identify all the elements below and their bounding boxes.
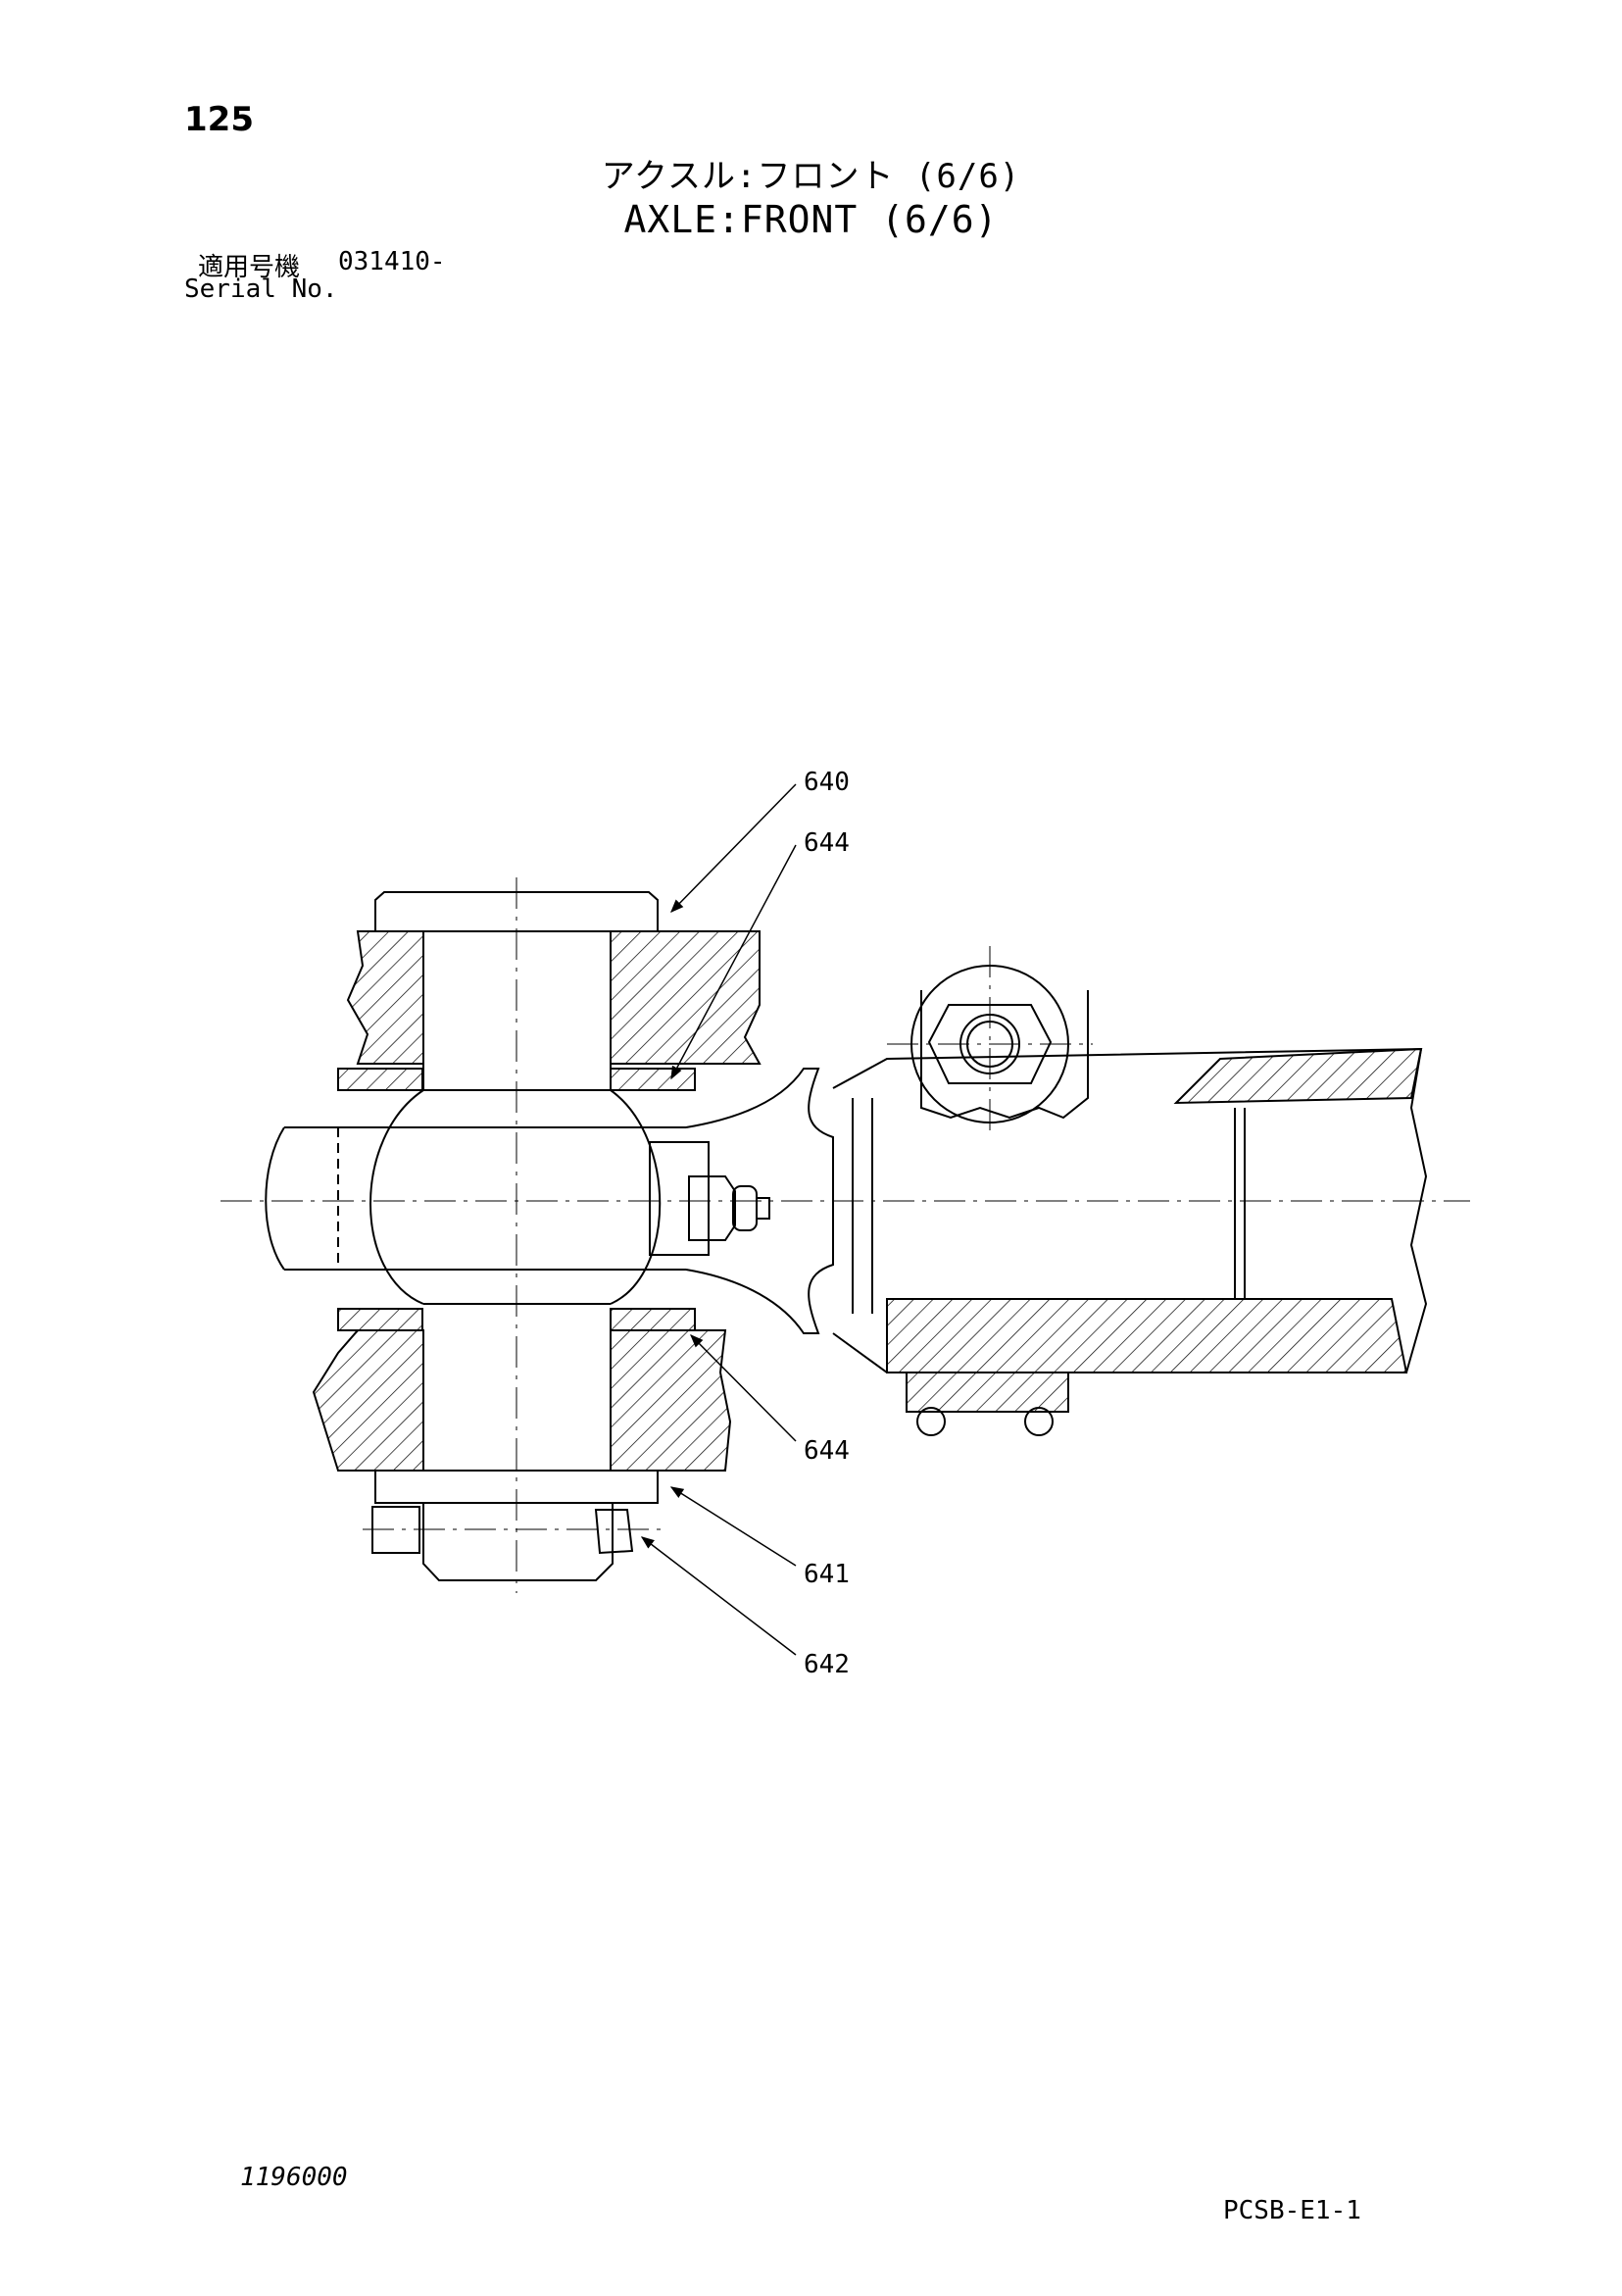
title-japanese: アクスル:フロント (6/6) xyxy=(601,157,1021,196)
sheet-code: PCSB-E1-1 xyxy=(1223,2196,1361,2225)
serial-label-english: Serial No. xyxy=(184,275,338,304)
leader-lines xyxy=(640,783,797,1656)
callout-644-top: 644 xyxy=(804,828,850,858)
callout-640: 640 xyxy=(804,768,850,797)
page-number: 125 xyxy=(184,100,254,139)
serial-value: 031410- xyxy=(338,247,446,276)
callout-644-bottom: 644 xyxy=(804,1436,850,1466)
callout-642: 642 xyxy=(804,1650,850,1679)
serial-label-japanese: 適用号機 xyxy=(198,253,301,282)
callout-641: 641 xyxy=(804,1560,850,1589)
centerlines xyxy=(221,877,1470,1593)
drawing-lines xyxy=(265,891,1428,1581)
document-number: 1196000 xyxy=(240,2163,348,2192)
title-english: AXLE:FRONT (6/6) xyxy=(623,198,999,241)
